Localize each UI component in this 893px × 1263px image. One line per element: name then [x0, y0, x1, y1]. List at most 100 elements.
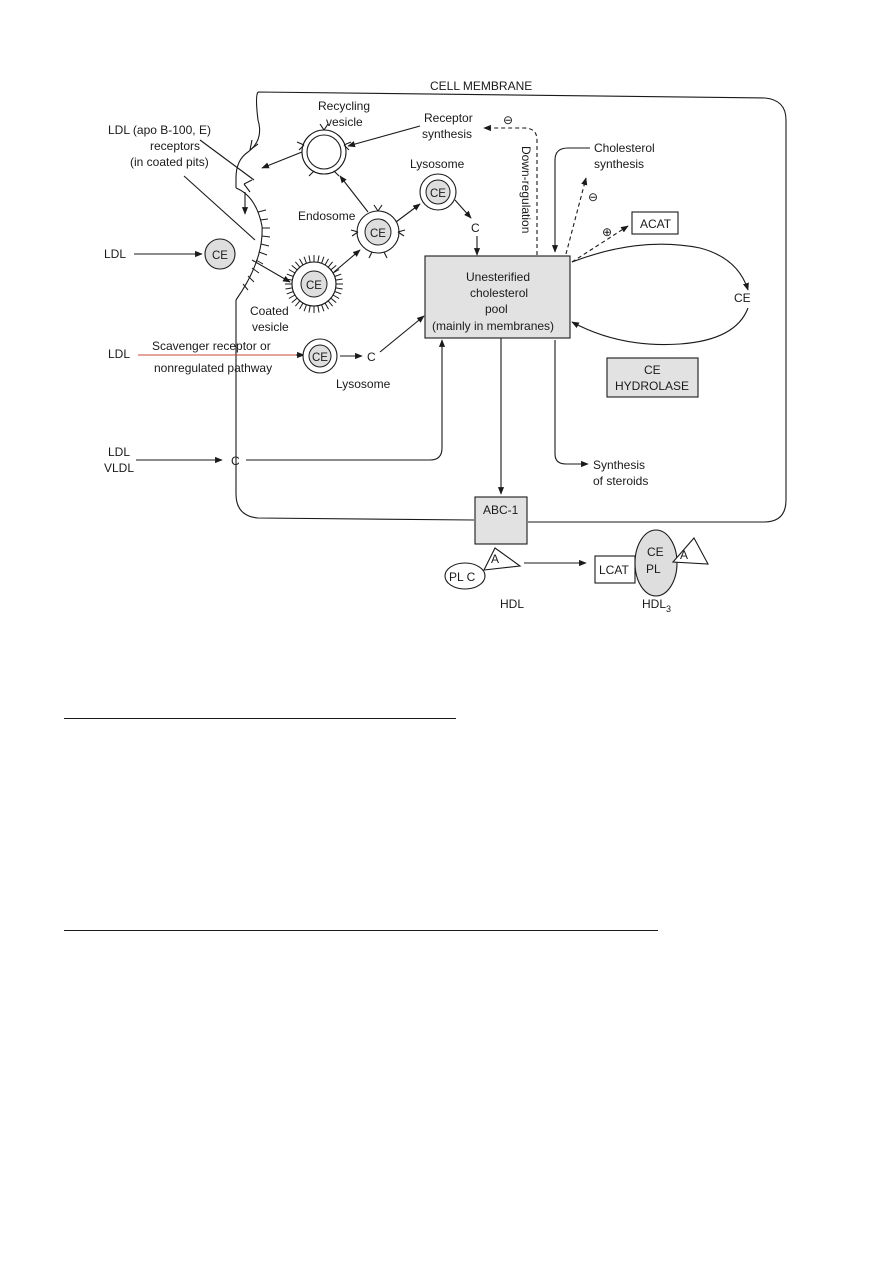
coated-vesicle-spike: [286, 291, 294, 295]
hdl3-ce-label: CE: [647, 545, 664, 559]
ce-hydrolysis-arc: [571, 307, 749, 346]
horizontal-rule-1: [64, 718, 456, 719]
acat-dashed-arrow: [571, 225, 629, 263]
acat-box: [631, 211, 679, 235]
lysosome-mid-inner: [308, 344, 332, 368]
coated-vesicle-spike: [299, 258, 304, 266]
recycling-vesicle-label-2: vesicle: [326, 115, 363, 129]
receptor-synth-to-vesicle-arrow: [347, 125, 421, 148]
hdl-label: HDL: [500, 597, 524, 611]
recycling-vesicle-inner: [306, 134, 342, 170]
ldl-label-3: LDL: [108, 445, 130, 459]
coated-vesicle-inner: [300, 270, 328, 298]
coated-vesicle-spike: [303, 304, 307, 312]
direct-c-to-pool-arrow: [246, 339, 446, 461]
receptor-synthesis-label-1: Receptor: [424, 111, 473, 125]
coated-vesicle-spikes: [285, 255, 343, 313]
plc-label: PL C: [449, 570, 476, 584]
abc1-transporter-box: [474, 496, 528, 545]
pool-label-4: (mainly in membranes): [432, 319, 554, 333]
coated-vesicle-spike: [335, 287, 343, 290]
coated-vesicle-spike: [288, 294, 296, 299]
coated-vesicle-ce: CE: [306, 280, 322, 292]
apo-a-triangle: [483, 547, 522, 571]
lysosome-to-c-arrow: [454, 199, 472, 219]
ldl-particle: [204, 238, 236, 270]
ldl-receptor-label-2: receptors: [150, 139, 200, 153]
endosome-receptors: [350, 204, 406, 259]
membrane-receptor-marks: [243, 139, 259, 193]
endosome-inner: [364, 218, 392, 246]
vldl-label: VLDL: [104, 461, 134, 475]
lysosome-top-c: C: [471, 221, 480, 235]
cholesterol-synthesis-label-1: Cholesterol: [594, 141, 655, 155]
acat-label: ACAT: [640, 217, 672, 231]
plc-ellipse: [444, 562, 486, 590]
synthesis-inhibit-dashed-arrow: [565, 177, 588, 255]
coated-vesicle-spike: [330, 264, 337, 271]
ldl-receptor-label-3: (in coated pits): [130, 155, 209, 169]
unesterified-cholesterol-pool-box: [424, 255, 571, 339]
receptor-synthesis-label-2: synthesis: [422, 127, 472, 141]
steroid-label-1: Synthesis: [593, 458, 645, 472]
pool-label-1: Unesterified: [466, 270, 530, 284]
hdl3-apo-a-triangle: [671, 537, 709, 565]
lcat-label: LCAT: [599, 563, 629, 577]
steroid-synthesis-arrow: [554, 340, 589, 468]
coated-vesicle-spike: [308, 255, 311, 263]
endosome-to-lysosome-arrow: [395, 203, 421, 223]
lysosome-top-label: Lysosome: [410, 157, 465, 171]
acat-activate-sign: ⊕: [602, 225, 612, 239]
endosome-to-recycle-arrow: [339, 175, 369, 213]
cholesterol-synthesis-arrow: [551, 147, 590, 253]
abc1-label: ABC-1: [483, 503, 519, 517]
lysosome-top-ce: CE: [430, 188, 446, 200]
coated-vesicle-spike: [299, 302, 304, 310]
coated-pit: [235, 187, 263, 301]
coated-vesicle-spike: [288, 269, 296, 274]
ce-hydrolase-box: [606, 357, 699, 398]
coated-vesicle-spike: [321, 304, 325, 312]
vesicle-to-endosome-arrow: [333, 249, 361, 273]
lysosome-mid-label: Lysosome: [336, 377, 391, 391]
coated-vesicle-spike: [294, 261, 301, 268]
receptor-pointer-line-2: [183, 175, 256, 241]
coated-vesicle-spike: [332, 269, 340, 274]
coated-vesicle-spike: [291, 297, 298, 304]
hdl3-pl-label: PL: [646, 562, 661, 576]
coated-vesicle-spike: [334, 291, 342, 295]
hdl3-label-sub: 3: [666, 604, 671, 614]
coated-vesicle-spike: [285, 287, 293, 290]
ce-esterification-arc: [571, 243, 749, 291]
ldl-particle-ce: CE: [212, 250, 228, 262]
coated-vesicle-spike: [324, 258, 329, 266]
receptor-inhibit-sign: ⊖: [503, 113, 513, 127]
down-regulation-dashed-arrow: [483, 124, 538, 255]
receptor-pointer-line: [199, 139, 255, 181]
ce-hydrolase-label-1: CE: [644, 363, 661, 377]
coated-vesicle-spike: [294, 300, 301, 307]
steroid-label-2: of steroids: [593, 474, 648, 488]
lysosome-top-inner: [425, 179, 451, 205]
coated-vesicle-label-1: Coated: [250, 304, 289, 318]
coated-vesicle-spike: [321, 256, 325, 264]
pit-to-vesicle-arrow: [251, 259, 291, 283]
ce-cycle-label: CE: [734, 291, 751, 305]
mid-c-to-pool-arrow: [379, 315, 425, 353]
coated-vesicle-spike: [324, 302, 329, 310]
hdl3-particle: [634, 529, 678, 597]
coated-vesicle-spike: [286, 273, 294, 277]
coated-vesicle-spike: [330, 297, 337, 304]
scavenger-label-1: Scavenger receptor or: [152, 339, 271, 353]
hdl3-apo-a-label: A: [680, 548, 688, 562]
recycling-vesicle-label-1: Recycling: [318, 99, 370, 113]
pool-label-2: cholesterol: [470, 286, 528, 300]
scavenger-label-2: nonregulated pathway: [154, 361, 272, 375]
cell-membrane-outline: [235, 91, 787, 523]
synthesis-inhibit-sign: ⊖: [588, 190, 598, 204]
recycle-to-membrane-arrow: [261, 151, 303, 169]
cell-membrane-label: CELL MEMBRANE: [430, 79, 532, 93]
coated-vesicle-spike: [317, 305, 320, 313]
lysosome-mid-ce: CE: [312, 352, 328, 364]
horizontal-rule-2: [64, 930, 658, 931]
